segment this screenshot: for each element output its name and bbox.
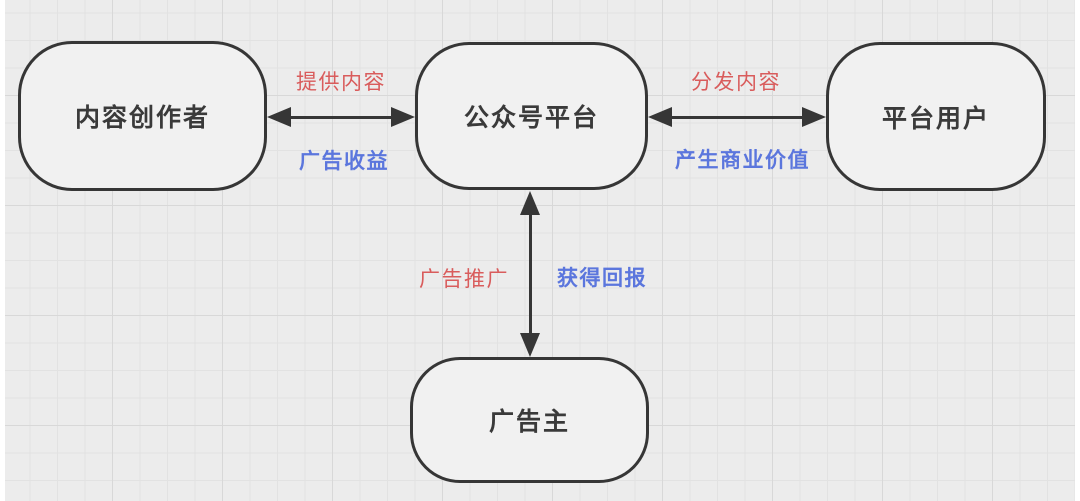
arrowhead-left-icon: [648, 107, 672, 127]
arrow-platform-advertiser-line: [529, 209, 532, 341]
arrow-platform-user-line: [669, 116, 806, 119]
arrowhead-right-icon: [391, 107, 415, 127]
arrowhead-right-icon: [802, 107, 826, 127]
edge-label-ad-promotion: 广告推广: [419, 268, 509, 291]
node-label: 内容创作者: [74, 104, 210, 132]
edge-label-generate-commercial-value: 产生商业价值: [675, 149, 810, 172]
page-margin-right: [1075, 0, 1080, 501]
node-label: 广告主: [488, 408, 570, 436]
node-content-creator: 内容创作者: [18, 41, 267, 191]
edge-label-provide-content: 提供内容: [296, 71, 386, 94]
arrowhead-down-icon: [520, 333, 540, 357]
node-label: 平台用户: [881, 104, 990, 133]
node-official-account-platform: 公众号平台: [415, 42, 648, 190]
node-label: 公众号平台: [463, 104, 599, 132]
arrowhead-up-icon: [520, 191, 540, 215]
node-platform-user: 平台用户: [826, 42, 1046, 191]
edge-label-get-returns: 获得回报: [557, 267, 647, 290]
arrowhead-left-icon: [267, 107, 291, 127]
arrow-creator-platform-line: [288, 116, 394, 119]
node-advertiser: 广告主: [410, 357, 649, 483]
edge-label-ad-revenue: 广告收益: [299, 150, 389, 173]
page-margin-left: [0, 0, 5, 501]
edge-label-distribute-content: 分发内容: [691, 71, 781, 94]
